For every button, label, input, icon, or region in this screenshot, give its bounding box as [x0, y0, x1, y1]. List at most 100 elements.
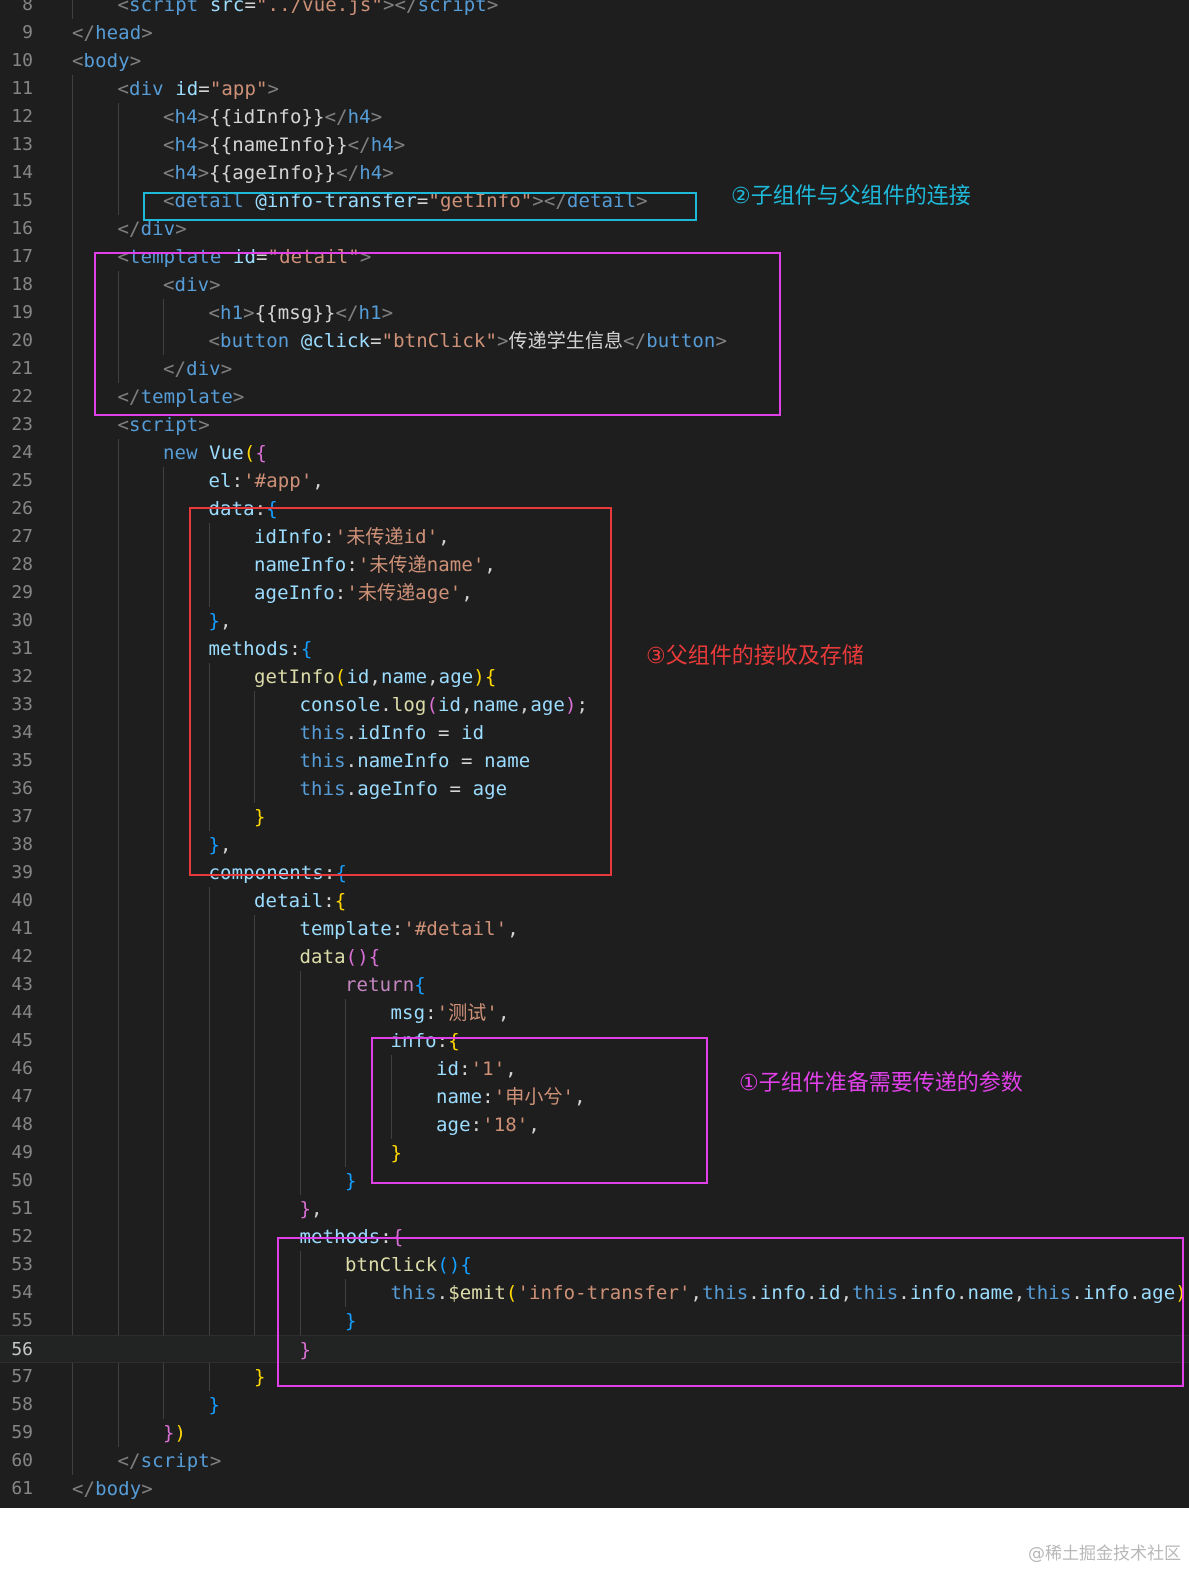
- line-number: 47: [11, 1086, 33, 1107]
- code-text: this.$emit('info-transfer',this.info.id,…: [391, 1279, 1187, 1307]
- annotation-connect: ②子组件与父组件的连接: [731, 184, 971, 209]
- code-token: </: [336, 162, 360, 184]
- code-token: "app": [209, 78, 268, 100]
- code-token: {: [460, 1254, 472, 1276]
- code-token: ,: [574, 1086, 586, 1108]
- code-token: .: [805, 1282, 818, 1304]
- code-token: ></: [532, 190, 567, 212]
- code-line: 19<h1>{{msg}}</h1>: [0, 299, 1189, 327]
- code-text: info:{: [391, 1027, 460, 1055]
- code-token: idInfo: [357, 722, 427, 744]
- code-token: ../vue.js: [267, 0, 372, 16]
- code-line: 30},: [0, 607, 1189, 635]
- code-token: Vue: [209, 442, 244, 464]
- code-text: el:'#app',: [209, 467, 324, 495]
- code-text: </div>: [118, 215, 187, 243]
- code-text: <h4>{{nameInfo}}</h4>: [163, 131, 405, 159]
- code-token: id: [232, 246, 256, 268]
- code-token: :: [425, 1002, 437, 1024]
- code-token: return: [345, 974, 415, 996]
- code-token: log: [391, 694, 427, 716]
- indent-guide: [208, 887, 210, 1391]
- code-token: el: [208, 470, 232, 492]
- code-token: =: [198, 78, 210, 100]
- code-token: <: [163, 190, 175, 212]
- code-text: <template id="detail">: [118, 243, 372, 271]
- code-text: }: [254, 1363, 266, 1391]
- code-token: data: [208, 498, 255, 520]
- code-token: =: [255, 246, 268, 268]
- code-line: 61</body>: [0, 1475, 1189, 1503]
- code-token: :: [436, 1030, 449, 1052]
- code-text: msg:'测试',: [391, 999, 510, 1027]
- code-token: {: [300, 638, 313, 660]
- code-token: ageInfo: [254, 582, 335, 604]
- code-text: return{: [345, 971, 426, 999]
- code-token: >: [497, 330, 509, 352]
- line-number: 36: [11, 778, 33, 799]
- code-token: template: [129, 246, 222, 268]
- code-line: 16</div>: [0, 215, 1189, 243]
- line-number: 15: [11, 190, 33, 211]
- code-token: name: [484, 750, 531, 772]
- code-editor[interactable]: 8<script src="../vue.js"></script>9</hea…: [0, 0, 1189, 1508]
- code-text: <h1>{{msg}}</h1>: [209, 299, 394, 327]
- code-token: h4: [347, 106, 371, 128]
- code-token: :: [323, 890, 335, 912]
- code-token: msg: [390, 1002, 426, 1024]
- code-token: >: [636, 190, 648, 212]
- code-token: }: [254, 1366, 266, 1388]
- line-number: 41: [11, 918, 33, 939]
- line-number: 43: [11, 974, 33, 995]
- line-number: 9: [22, 22, 33, 43]
- code-token: :: [391, 918, 404, 940]
- code-token: {: [334, 890, 347, 912]
- code-line: 11<div id="app">: [0, 75, 1189, 103]
- code-token: body: [83, 50, 130, 72]
- code-token: </: [72, 1478, 96, 1500]
- code-token: new: [163, 442, 198, 464]
- code-token: <: [208, 330, 221, 352]
- code-token: (: [334, 666, 347, 688]
- watermark: @稀土掘金技术社区: [1028, 1544, 1181, 1564]
- code-token: >: [381, 302, 394, 324]
- code-token: '未传递name': [357, 554, 485, 576]
- code-token: ></: [382, 0, 418, 16]
- code-token: age: [438, 666, 474, 688]
- code-text: idInfo:'未传递id',: [254, 523, 450, 551]
- code-token: .: [345, 778, 358, 800]
- code-line: 20<button @click="btnClick">传递学生信息</butt…: [0, 327, 1189, 355]
- code-line: 58}: [0, 1391, 1189, 1419]
- code-text: <detail @info-transfer="getInfo"></detai…: [163, 187, 648, 215]
- code-token: <: [117, 246, 130, 268]
- line-number: 46: [11, 1058, 33, 1079]
- code-text: btnClick(){: [345, 1251, 472, 1279]
- code-token: >: [198, 414, 210, 436]
- parent-receive-highlight-box: [189, 507, 612, 876]
- code-token: script: [417, 0, 487, 16]
- code-token: '1': [470, 1058, 506, 1080]
- code-token: <: [163, 106, 175, 128]
- line-number: 18: [11, 274, 33, 295]
- code-token: this: [852, 1282, 899, 1304]
- code-text: <h4>{{ageInfo}}</h4>: [163, 159, 394, 187]
- code-token: ,: [1013, 1282, 1026, 1304]
- code-line: 17<template id="detail">: [0, 243, 1189, 271]
- code-line: 14<h4>{{ageInfo}}</h4>: [0, 159, 1189, 187]
- code-text: this.nameInfo = name: [300, 747, 531, 775]
- line-number: 52: [11, 1226, 33, 1247]
- line-number: 31: [11, 638, 33, 659]
- child-params-highlight-box: [371, 1037, 708, 1184]
- code-token: ,: [438, 526, 450, 548]
- code-token: 'info-transfer': [517, 1282, 691, 1304]
- code-token: script: [129, 0, 199, 16]
- indent-guide: [299, 971, 301, 1195]
- code-token: ,: [505, 1058, 517, 1080]
- code-token: info: [390, 1030, 437, 1052]
